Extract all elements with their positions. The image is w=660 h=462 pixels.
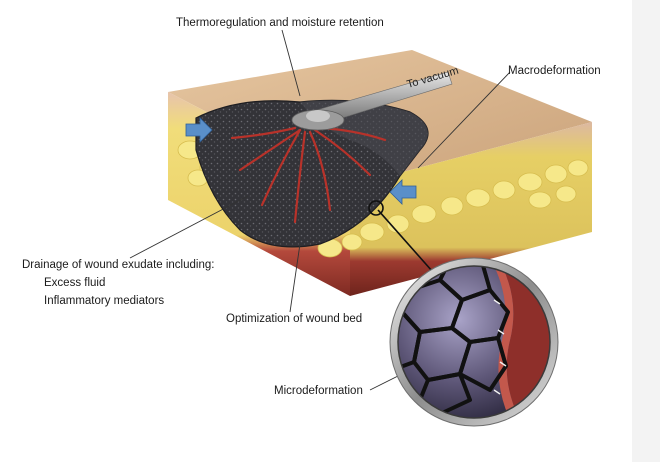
leader-lines <box>129 29 511 391</box>
magnifier-connector <box>377 209 441 281</box>
thermoregulation-label: Thermoregulation and moisture retention <box>176 17 384 29</box>
magnifier-origin <box>368 200 384 216</box>
compression-arrows <box>185 117 417 205</box>
excess-fluid-label: Excess fluid <box>44 277 106 289</box>
microdeformation-label: Microdeformation <box>274 385 363 397</box>
micro-lens <box>389 257 559 427</box>
drainage-label: Drainage of wound exudate including: <box>22 259 215 271</box>
tissue-side-face <box>350 122 592 296</box>
macrodeformation-label: Macrodeformation <box>508 65 601 77</box>
vacuum-tube <box>291 71 453 131</box>
side-panel <box>632 0 660 462</box>
inflammatory-mediators-label: Inflammatory mediators <box>44 295 165 307</box>
optimization-label: Optimization of wound bed <box>226 313 363 325</box>
